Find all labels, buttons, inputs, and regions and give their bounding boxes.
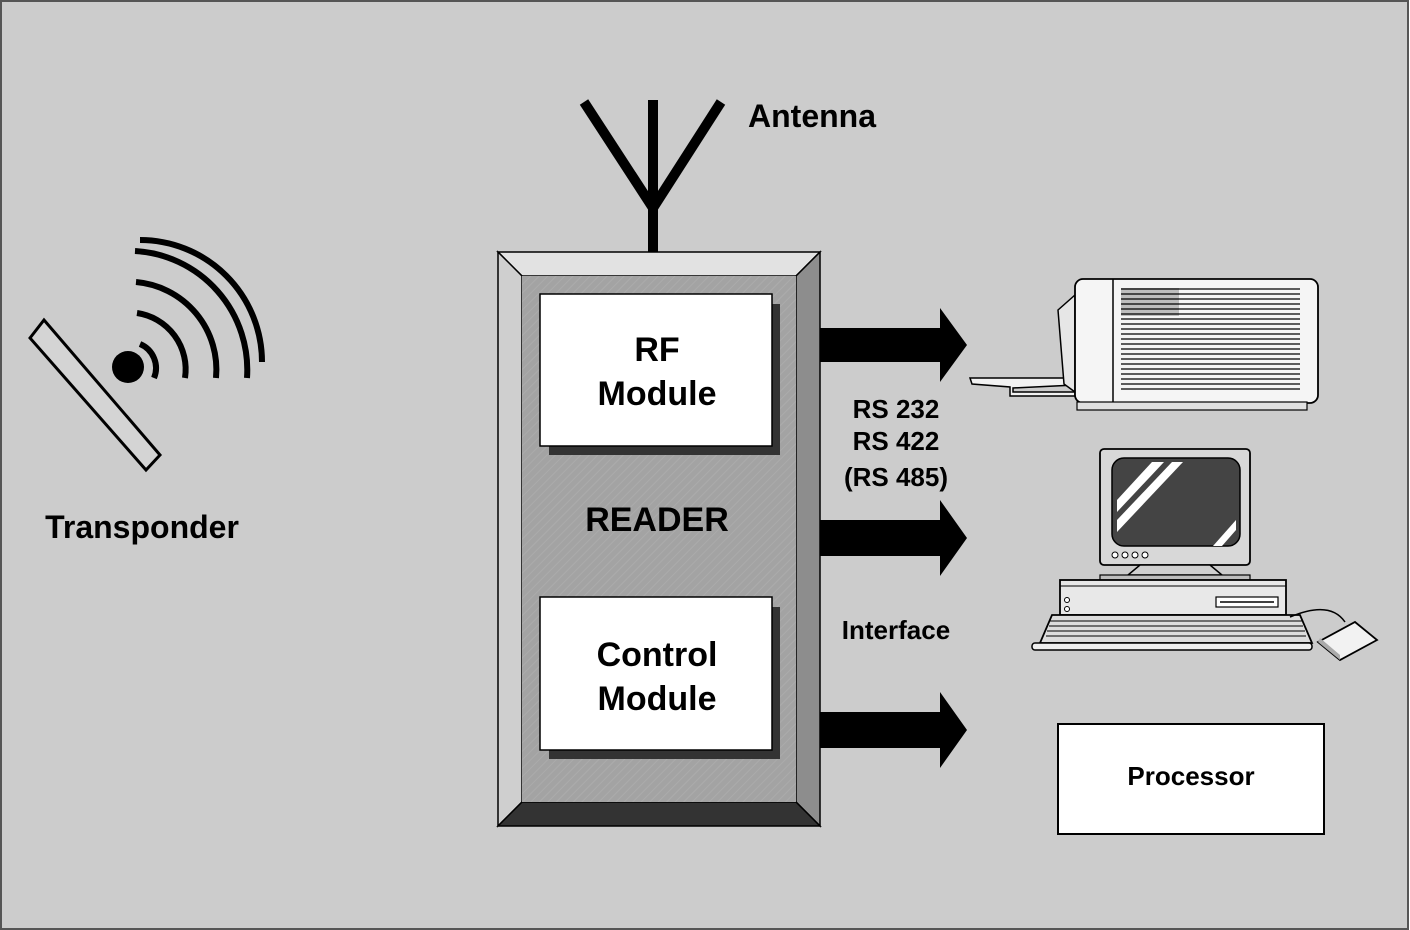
rf-module-box	[539, 293, 780, 455]
reader-label: READER	[585, 501, 729, 539]
transponder-tag-icon	[28, 237, 265, 473]
processor-box	[1057, 723, 1325, 835]
processor-label: Processor	[1127, 761, 1254, 791]
arrow-to-printer	[820, 308, 967, 382]
printer-icon	[968, 278, 1319, 411]
arrow-to-processor	[820, 692, 967, 768]
interface-rs232-label: RS 232	[853, 394, 940, 424]
control-module-label-line1: Control	[597, 636, 718, 674]
control-module-box	[539, 596, 780, 759]
interface-rs422-label: RS 422	[853, 426, 940, 456]
arrow-to-computer	[820, 500, 967, 576]
rf-module-label-line1: RF	[634, 331, 679, 369]
control-module-label-line2: Module	[598, 680, 717, 718]
antenna-icon	[579, 99, 726, 254]
antenna-label: Antenna	[748, 98, 876, 134]
rf-module-label-line2: Module	[598, 375, 717, 413]
interface-rs485-label: (RS 485)	[844, 462, 948, 492]
interface-label: Interface	[842, 615, 950, 645]
desktop-computer-icon	[1031, 448, 1379, 662]
transponder-label: Transponder	[45, 509, 239, 545]
